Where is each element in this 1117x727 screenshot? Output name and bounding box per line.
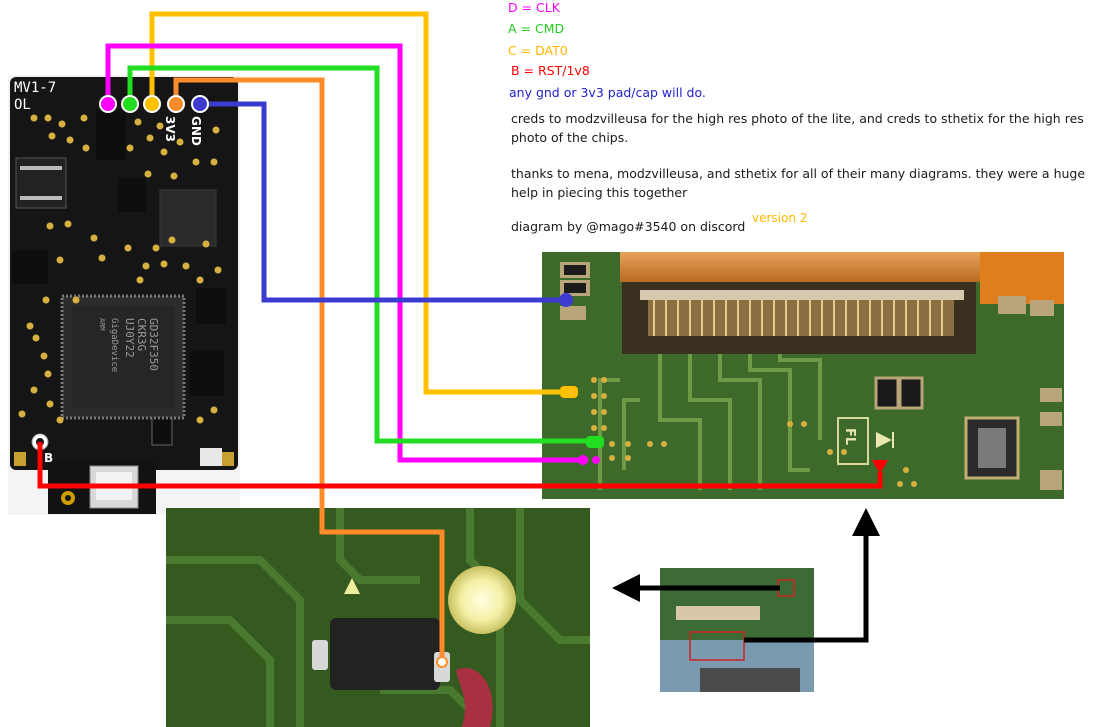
wire-clk <box>105 43 588 463</box>
modchip-photo: GD32F350 CKR3G UJ0Y22 GigaDevice ARM <box>8 75 240 515</box>
legend-gnd-note: any gnd or 3v3 pad/cap will do. <box>509 85 706 100</box>
v33-pad-marker <box>436 656 448 668</box>
wire-3v3 <box>173 77 445 660</box>
clk-pad-marker-2 <box>592 456 600 464</box>
pin-a-cmd <box>121 95 139 113</box>
wires <box>37 11 883 660</box>
pin-gnd <box>191 95 209 113</box>
red-wire <box>456 668 493 727</box>
arrowhead-left <box>612 574 640 602</box>
mcu-text-line-3: UJ0Y22 <box>123 318 136 358</box>
closeup-chip <box>330 618 440 690</box>
gnd-pad-marker <box>559 293 573 307</box>
board-silk-fl: FL <box>842 428 857 445</box>
arrow-to-board <box>744 536 869 643</box>
wire-rst <box>37 442 883 489</box>
gold-vias <box>18 114 222 424</box>
console-board-photo: FL <box>542 252 1064 499</box>
wire-gnd <box>200 101 566 303</box>
mcu-text-line-5: ARM <box>98 318 106 331</box>
version-label: version 2 <box>752 211 808 225</box>
qfn-chip <box>159 189 217 247</box>
mcu-text-line-2: CKR3G <box>135 318 148 351</box>
arrowhead-up <box>852 508 880 536</box>
arrows <box>612 508 880 643</box>
dat0-pad-marker <box>560 386 578 398</box>
closeup-photo <box>166 508 590 727</box>
credits-thanks: thanks to mena, modzvilleusa, and stheti… <box>511 166 1086 200</box>
legend-cmd: A = CMD <box>508 21 565 36</box>
smd-components <box>560 262 1062 490</box>
clk-pad-marker <box>578 455 588 465</box>
modchip-model-label: MV1-7 <box>14 80 56 96</box>
legend-clk: D = CLK <box>508 0 560 15</box>
closeup-led <box>448 566 516 634</box>
legend-rst: B = RST/1v8 <box>511 63 590 78</box>
pin1-marker <box>344 578 360 594</box>
pin-gnd-label: GND <box>189 116 203 146</box>
mcu-chip: GD32F350 CKR3G UJ0Y22 GigaDevice ARM <box>60 294 186 420</box>
rst-pad-marker <box>872 460 888 474</box>
cmd-pad-marker <box>586 436 604 448</box>
pin-3v3-label: 3V3 <box>163 116 177 142</box>
mcu-text-line-4: GigaDevice <box>109 318 119 372</box>
pcb-traces <box>598 354 822 490</box>
pin-d-clk <box>99 95 117 113</box>
modchip-side-label: OL <box>14 97 31 113</box>
diode-symbol <box>876 432 892 448</box>
connector-pins <box>653 300 943 336</box>
pad-b-label: B <box>44 451 53 465</box>
pin-c-dat0 <box>143 95 161 113</box>
overview-highlight-main <box>689 631 745 661</box>
credits-author: diagram by @mago#3540 on discord <box>511 219 746 234</box>
mcu-text-line-1: GD32F350 <box>147 318 160 371</box>
legend-dat0: C = DAT0 <box>508 43 568 58</box>
board-vias <box>591 377 917 487</box>
wire-cmd <box>127 65 596 444</box>
pin-3v3 <box>167 95 185 113</box>
credits-photos: creds to modzvilleusa for the high res p… <box>511 111 1084 145</box>
